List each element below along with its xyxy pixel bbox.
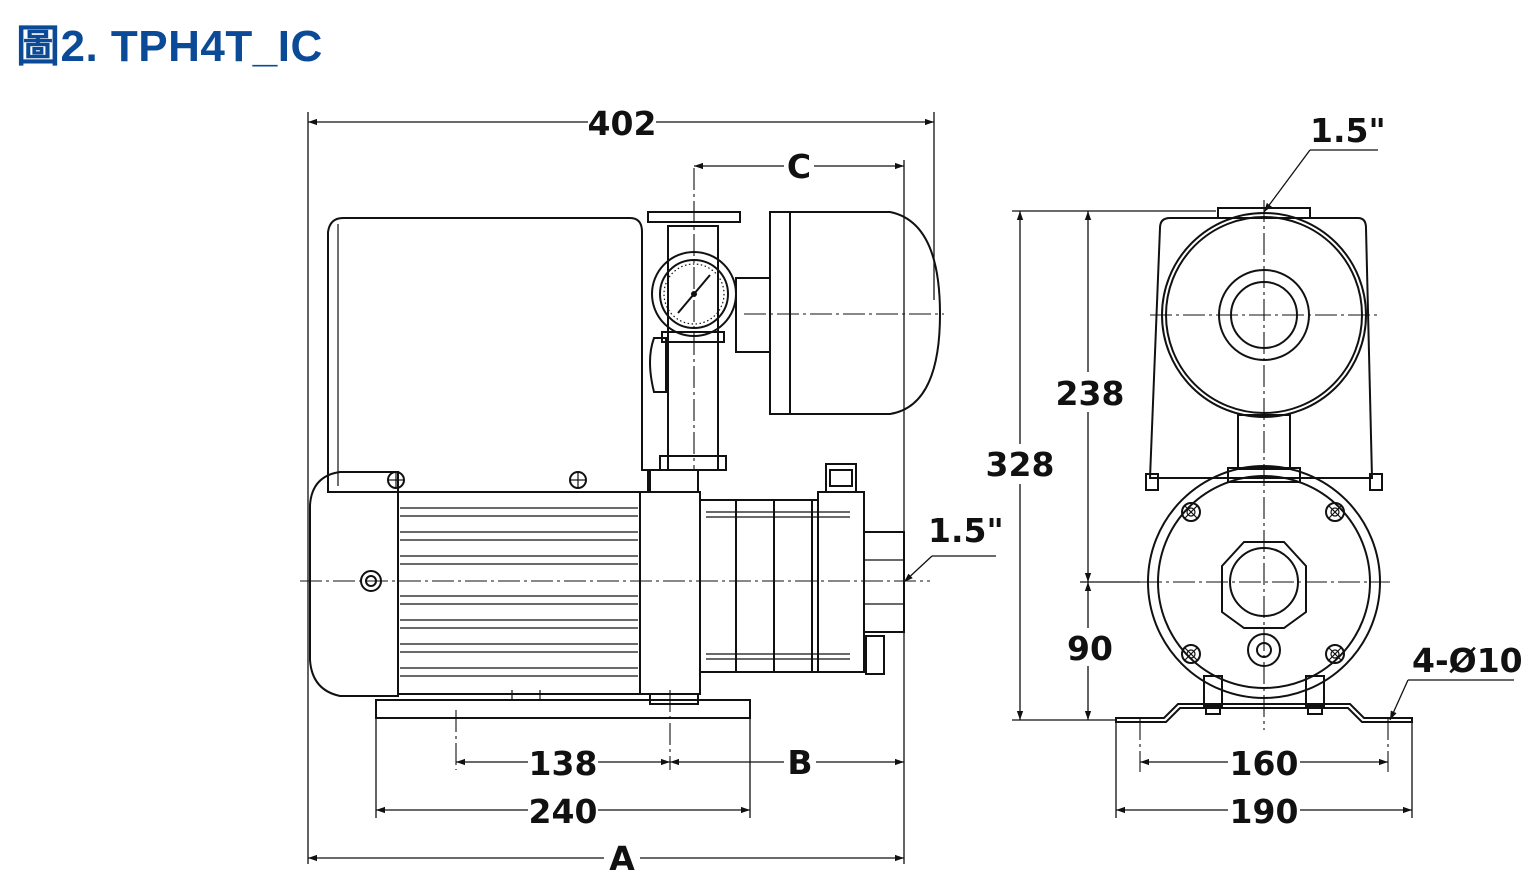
tank-bracket — [1148, 217, 1374, 479]
dim-base-width: 190 — [1230, 792, 1299, 831]
dim-base-inner: 138 — [529, 744, 598, 783]
dim-outlet-size: 1.5" — [928, 511, 1004, 550]
cover-screw-right — [569, 471, 587, 489]
motor-fins — [400, 507, 638, 677]
dim-height-total: 328 — [986, 445, 1055, 484]
discharge-pipe — [667, 225, 719, 471]
motor-body — [397, 491, 641, 695]
pressure-tank — [769, 211, 942, 415]
dim-overall-length: 402 — [588, 104, 657, 143]
dim-hole-spacing: 160 — [1230, 744, 1299, 783]
dim-base-length: 240 — [529, 792, 598, 831]
dim-c: C — [787, 147, 811, 186]
side-view: 402 C 1.5" 138 B 240 A — [300, 104, 1004, 878]
front-view: 328 238 90 1.5" 4-Ø10 160 190 — [986, 111, 1523, 831]
base-plate — [375, 699, 751, 719]
dim-height-upper: 238 — [1056, 374, 1125, 413]
dim-height-shaft: 90 — [1067, 629, 1113, 668]
motor-end-cap — [309, 471, 399, 697]
dim-mounting-holes: 4-Ø10 — [1412, 641, 1523, 680]
dim-a: A — [609, 839, 635, 878]
controller-cover — [327, 217, 649, 493]
dim-b: B — [787, 743, 812, 782]
cover-screw-left — [387, 471, 405, 489]
pump-stages — [699, 499, 850, 673]
dim-inlet-size: 1.5" — [1310, 111, 1386, 150]
figure-title: 圖2. TPH4T_IC — [16, 22, 323, 71]
motor-flange — [639, 491, 701, 695]
pump-head — [817, 491, 865, 673]
pump-bolts — [1181, 502, 1345, 664]
